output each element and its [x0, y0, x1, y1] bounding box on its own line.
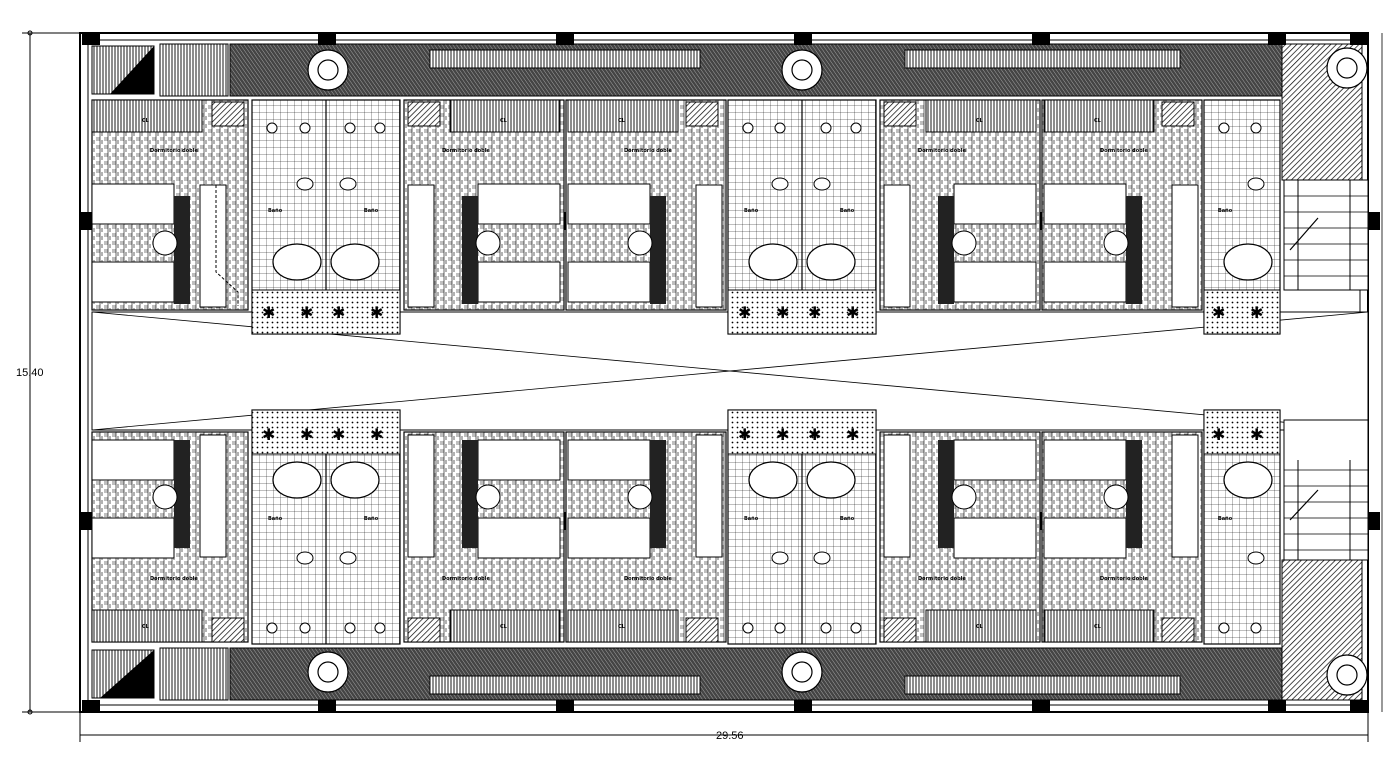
svg-text:CL: CL	[142, 624, 150, 630]
svg-text:CL: CL	[500, 118, 508, 124]
svg-text:✱: ✱	[1212, 305, 1225, 322]
svg-text:✱: ✱	[1250, 427, 1263, 444]
svg-text:Baño: Baño	[268, 516, 283, 522]
svg-text:✱: ✱	[1212, 427, 1225, 444]
bedroom-unit: CL Dormitorio doble	[403, 99, 565, 311]
bedroom-unit: CL Dormitorio doble	[1041, 431, 1203, 643]
svg-text:Dormitorio doble: Dormitorio doble	[442, 576, 490, 582]
width-dimension-label: 29.56	[716, 730, 744, 742]
svg-text:CL: CL	[618, 118, 626, 124]
bathroom-unit: Baño ✱ ✱	[1203, 99, 1281, 335]
svg-text:✱: ✱	[776, 305, 789, 322]
svg-text:CL: CL	[142, 118, 150, 124]
svg-text:✱: ✱	[370, 427, 383, 444]
bedroom-unit: CL Dormitorio doble	[565, 431, 727, 643]
height-dimension-label: 15.40	[16, 367, 44, 379]
svg-text:✱: ✱	[262, 305, 275, 322]
svg-text:✱: ✱	[262, 427, 275, 444]
svg-text:CL: CL	[1094, 624, 1102, 630]
bottom-room-row: CL Dormitorio doble Baño Baño ✱ ✱ ✱ ✱	[91, 409, 1281, 645]
svg-text:✱: ✱	[776, 427, 789, 444]
bedroom-unit: CL Dormitorio doble	[91, 431, 249, 643]
svg-text:Baño: Baño	[744, 516, 759, 522]
staircase-bottom	[1283, 419, 1369, 561]
svg-text:✱: ✱	[846, 305, 859, 322]
svg-text:Baño: Baño	[364, 208, 379, 214]
svg-text:✱: ✱	[846, 427, 859, 444]
svg-text:CL: CL	[976, 118, 984, 124]
round-planters	[307, 47, 1368, 696]
bathroom-unit: Baño Baño ✱ ✱ ✱ ✱	[727, 99, 877, 335]
svg-text:Baño: Baño	[364, 516, 379, 522]
bedroom-unit: CL Dormitorio doble	[879, 431, 1041, 643]
svg-text:CL: CL	[976, 624, 984, 630]
svg-text:Baño: Baño	[840, 516, 855, 522]
top-room-row: CL Dormitorio doble Baño Baño ✱ ✱ ✱ ✱	[91, 99, 1281, 335]
svg-text:✱: ✱	[300, 305, 313, 322]
svg-text:✱: ✱	[370, 305, 383, 322]
svg-text:✱: ✱	[808, 427, 821, 444]
svg-text:Dormitorio doble: Dormitorio doble	[918, 148, 966, 154]
bedroom-unit: CL Dormitorio doble	[403, 431, 565, 643]
svg-text:Dormitorio doble: Dormitorio doble	[150, 576, 198, 582]
svg-text:Baño: Baño	[1218, 516, 1233, 522]
svg-text:✱: ✱	[808, 305, 821, 322]
bathroom-unit: Baño ✱ ✱	[1203, 409, 1281, 645]
svg-text:CL: CL	[500, 624, 508, 630]
bedroom-unit: CL Dormitorio doble	[565, 99, 727, 311]
bathroom-unit: Baño Baño ✱ ✱ ✱ ✱	[251, 409, 401, 645]
svg-text:Dormitorio doble: Dormitorio doble	[150, 148, 198, 154]
svg-text:✱: ✱	[332, 305, 345, 322]
svg-text:Baño: Baño	[1218, 208, 1233, 214]
bathroom-unit: Baño Baño ✱ ✱ ✱ ✱	[251, 99, 401, 335]
svg-text:Dormitorio doble: Dormitorio doble	[1100, 148, 1148, 154]
bedroom-unit: CL Dormitorio doble	[1041, 99, 1203, 311]
bathroom-unit: Baño Baño ✱ ✱ ✱ ✱	[727, 409, 877, 645]
svg-text:CL: CL	[618, 624, 626, 630]
svg-text:✱: ✱	[300, 427, 313, 444]
svg-text:Dormitorio doble: Dormitorio doble	[442, 148, 490, 154]
svg-text:✱: ✱	[332, 427, 345, 444]
svg-text:✱: ✱	[738, 305, 751, 322]
svg-text:Baño: Baño	[744, 208, 759, 214]
svg-text:Baño: Baño	[268, 208, 283, 214]
svg-text:✱: ✱	[738, 427, 751, 444]
bedroom-unit: CL Dormitorio doble	[879, 99, 1041, 311]
staircase-top	[1283, 179, 1369, 291]
svg-text:Dormitorio doble: Dormitorio doble	[918, 576, 966, 582]
svg-text:Baño: Baño	[840, 208, 855, 214]
bedroom-unit: CL Dormitorio doble	[91, 99, 249, 311]
svg-text:Dormitorio doble: Dormitorio doble	[624, 576, 672, 582]
svg-text:Dormitorio doble: Dormitorio doble	[624, 148, 672, 154]
svg-text:✱: ✱	[1250, 305, 1263, 322]
svg-text:CL: CL	[1094, 118, 1102, 124]
svg-text:Dormitorio doble: Dormitorio doble	[1100, 576, 1148, 582]
